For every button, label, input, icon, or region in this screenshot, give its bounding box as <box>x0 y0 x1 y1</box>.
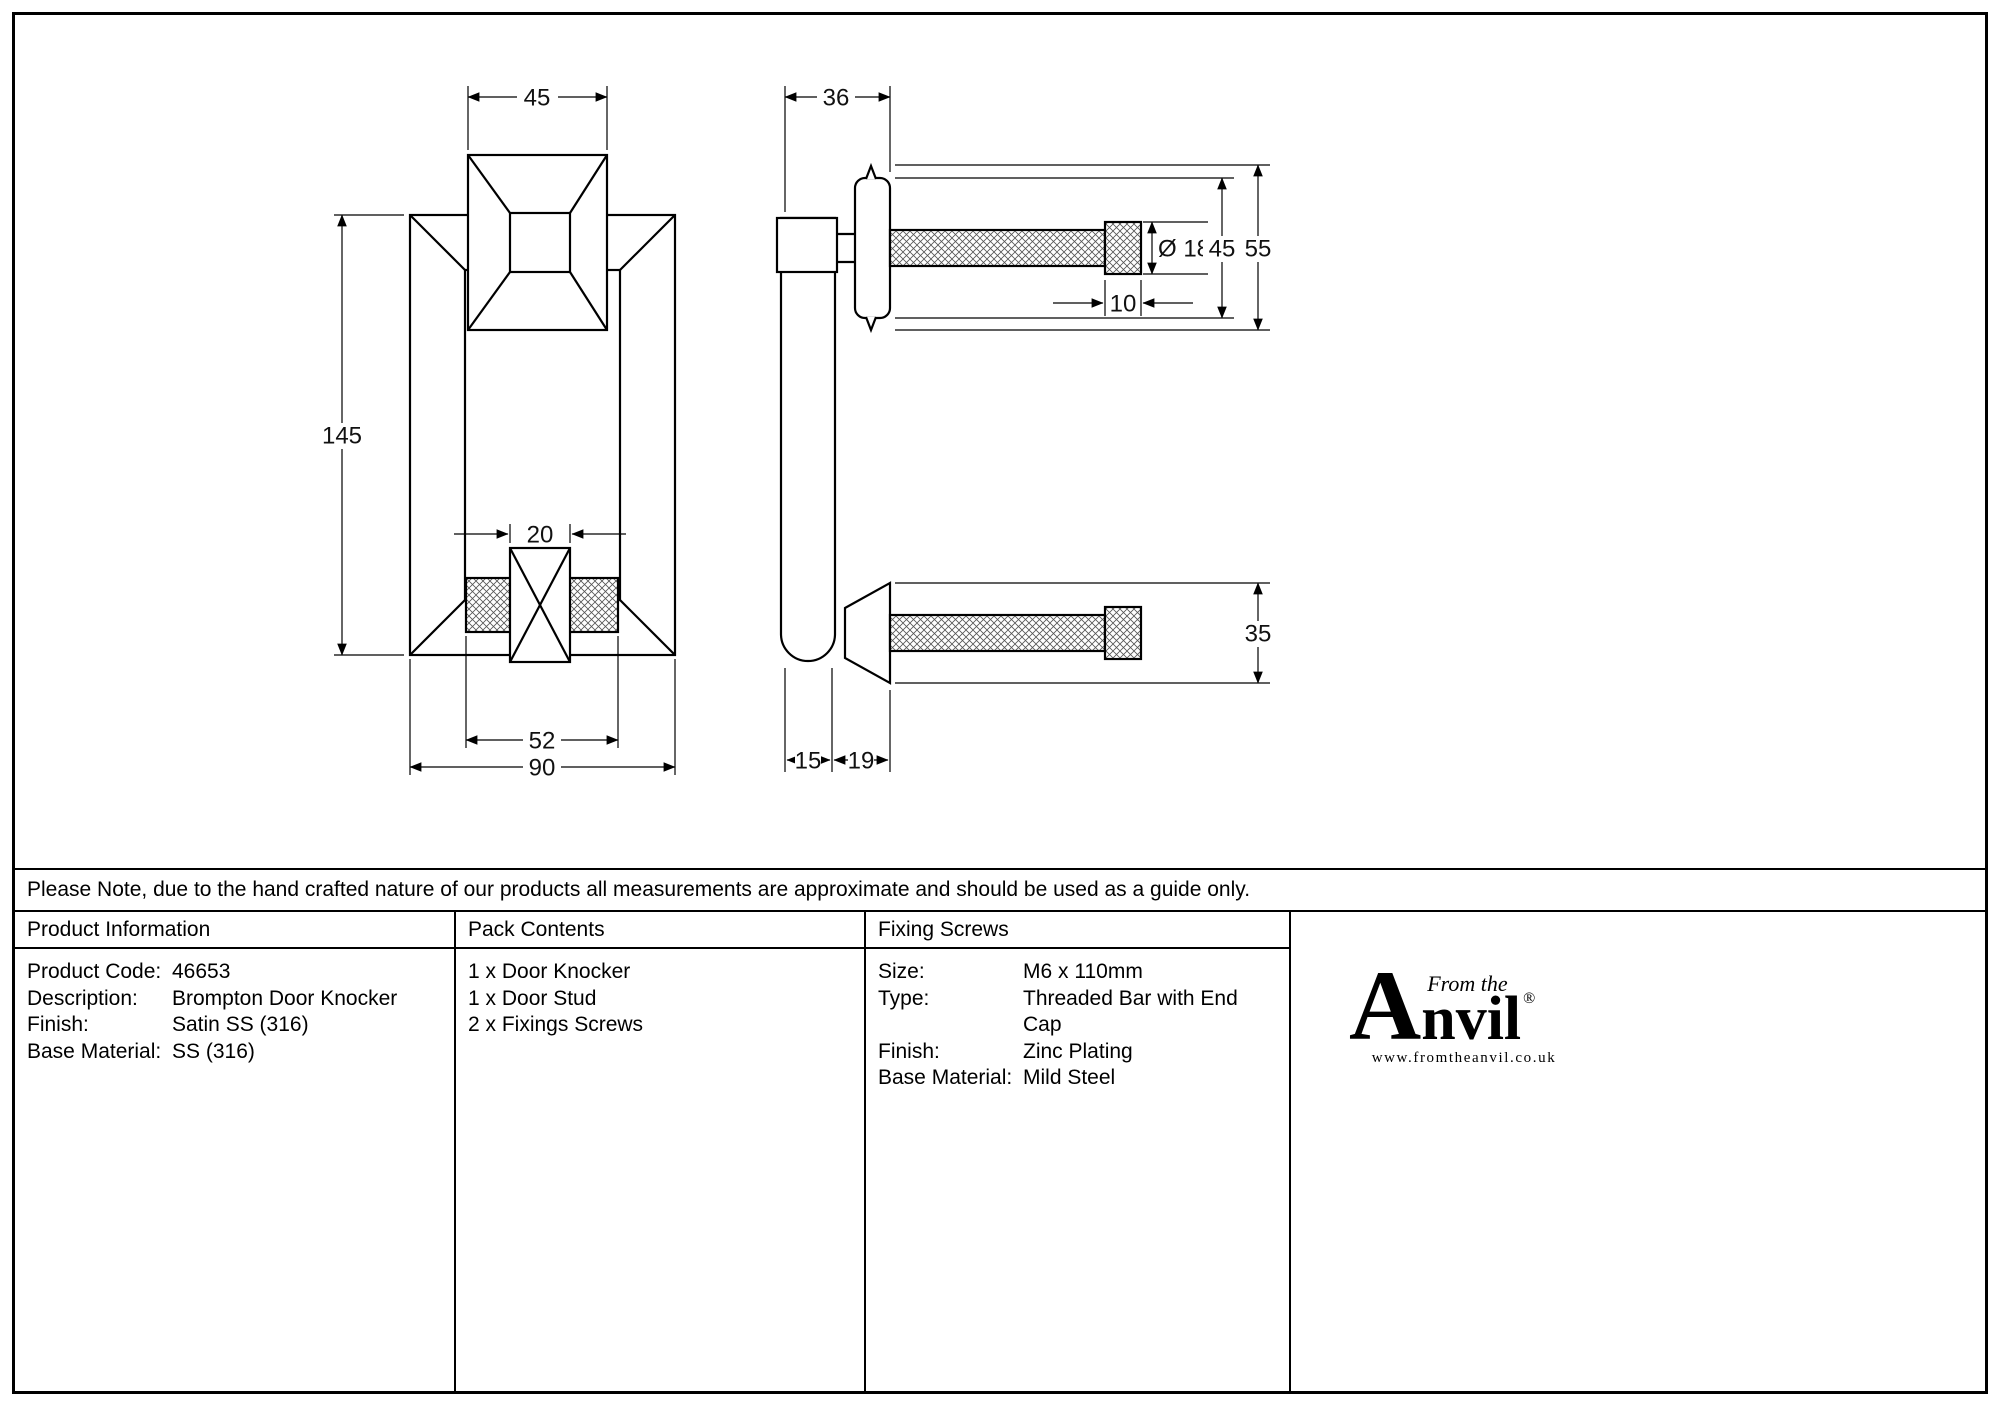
screw-finish-value: Zinc Plating <box>1023 1039 1133 1063</box>
header-fixing-screws: Fixing Screws <box>866 912 1291 949</box>
anvil-logo: A From the nvil ® <box>1349 950 1985 1061</box>
table-row: Description: Brompton Door Knocker <box>27 986 442 1013</box>
front-view <box>408 153 677 664</box>
product-code-value: 46653 <box>172 960 231 983</box>
pack-item: 1 x Door Knocker <box>468 960 631 983</box>
note-text: Please Note, due to the hand crafted nat… <box>27 878 1251 901</box>
screw-material-value: Mild Steel <box>1023 1066 1116 1089</box>
dim-front-plate-width: 90 <box>529 755 556 782</box>
base-material-value: SS (316) <box>172 1039 255 1063</box>
pivot-block <box>508 211 572 274</box>
table-row: Type: Threaded Bar with End Cap <box>878 986 1277 1039</box>
screw-size-label: Size: <box>878 960 925 983</box>
dim-stud-base-diameter: 35 <box>1245 621 1272 648</box>
technical-drawing-area: 45 145 20 <box>15 15 1985 870</box>
screw-finish-label: Finish: <box>878 1039 940 1063</box>
table-row: Product Code: 46653 <box>27 959 442 986</box>
header-pack-contents: Pack Contents <box>456 912 866 949</box>
side-dimensions: 36 Ø 18 45 <box>784 84 1276 775</box>
knocker-arm-side <box>779 216 837 663</box>
product-code-label: Product Code: <box>27 960 162 983</box>
brand-logo-cell: A From the nvil ® www.fromtheanvil.co.uk <box>1291 912 1985 1391</box>
finish-label: Finish: <box>27 1013 89 1036</box>
description-value: Brompton Door Knocker <box>172 986 398 1010</box>
logo-right-block: From the nvil ® <box>1421 971 1535 1054</box>
screw-type-value: Threaded Bar with End Cap <box>1023 986 1238 1037</box>
screw-size-value: M6 x 110mm <box>1023 960 1143 983</box>
table-row: Finish: Zinc Plating <box>878 1039 1277 1066</box>
rose-bottom-spike <box>864 316 878 334</box>
product-information-cell: Product Code: 46653 Description: Brompto… <box>15 949 456 1391</box>
logo-nvil-row: nvil ® <box>1421 985 1535 1054</box>
description-label: Description: <box>27 986 138 1010</box>
dim-arm-thickness: 15 <box>795 748 822 775</box>
dim-arm-gap: 19 <box>848 748 875 775</box>
logo-from-the: From the <box>1427 971 1508 997</box>
bottom-end-cap <box>1103 605 1143 661</box>
hanger-bracket <box>466 153 609 332</box>
fixing-screws-cell: Size: M6 x 110mm Type: Threaded Bar with… <box>866 949 1291 1391</box>
dim-cap-length: 10 <box>1110 291 1137 318</box>
front-dimensions: 45 145 20 <box>316 84 676 782</box>
sheet-frame: 45 145 20 <box>12 12 1988 1394</box>
screw-material-label: Base Material: <box>878 1066 1013 1089</box>
pack-item: 2 x Fixings Screws <box>468 1013 644 1036</box>
logo-nvil: nvil <box>1421 985 1522 1054</box>
dim-rose-diameter: 45 <box>1209 236 1236 263</box>
table-row: Size: M6 x 110mm <box>878 959 1277 986</box>
dim-rose-overall-height: 55 <box>1245 236 1272 263</box>
finish-value: Satin SS (316) <box>172 1013 309 1036</box>
top-threaded-bar <box>888 228 1107 268</box>
pack-contents-cell: 1 x Door Knocker 1 x Door Stud 2 x Fixin… <box>456 949 866 1391</box>
dim-cap-diameter: Ø 18 <box>1158 236 1210 263</box>
dim-side-projection: 36 <box>823 85 850 112</box>
dim-front-bracket-width: 45 <box>524 85 551 112</box>
logo-website: www.fromtheanvil.co.uk <box>1371 1050 1557 1066</box>
table-row: Base Material: Mild Steel <box>878 1065 1277 1092</box>
technical-drawing: 45 145 20 <box>316 84 1276 782</box>
top-end-cap <box>1103 220 1143 276</box>
registered-mark: ® <box>1523 990 1536 1008</box>
bottom-threaded-bar <box>888 613 1107 653</box>
note-row: Please Note, due to the hand crafted nat… <box>15 870 1985 912</box>
header-product-information: Product Information <box>15 912 456 949</box>
info-table: Product Information Pack Contents Fixing… <box>15 912 1985 1391</box>
table-row: Finish: Satin SS (316) <box>27 1012 442 1039</box>
dim-front-stud-width: 20 <box>527 522 554 549</box>
screw-type-label: Type: <box>878 986 930 1010</box>
pack-item: 1 x Door Stud <box>468 986 597 1010</box>
rose-plate-side <box>853 176 892 320</box>
table-row: Base Material: SS (316) <box>27 1039 442 1066</box>
bracket-side <box>775 216 839 274</box>
side-view <box>775 162 1143 685</box>
base-material-label: Base Material: <box>27 1039 162 1063</box>
dim-front-knurl-width: 52 <box>529 728 556 755</box>
anvil-logo-letter: A <box>1349 950 1421 1061</box>
rose-top-spike <box>864 162 878 180</box>
dim-front-height: 145 <box>322 423 362 450</box>
door-stud-side <box>843 581 892 685</box>
